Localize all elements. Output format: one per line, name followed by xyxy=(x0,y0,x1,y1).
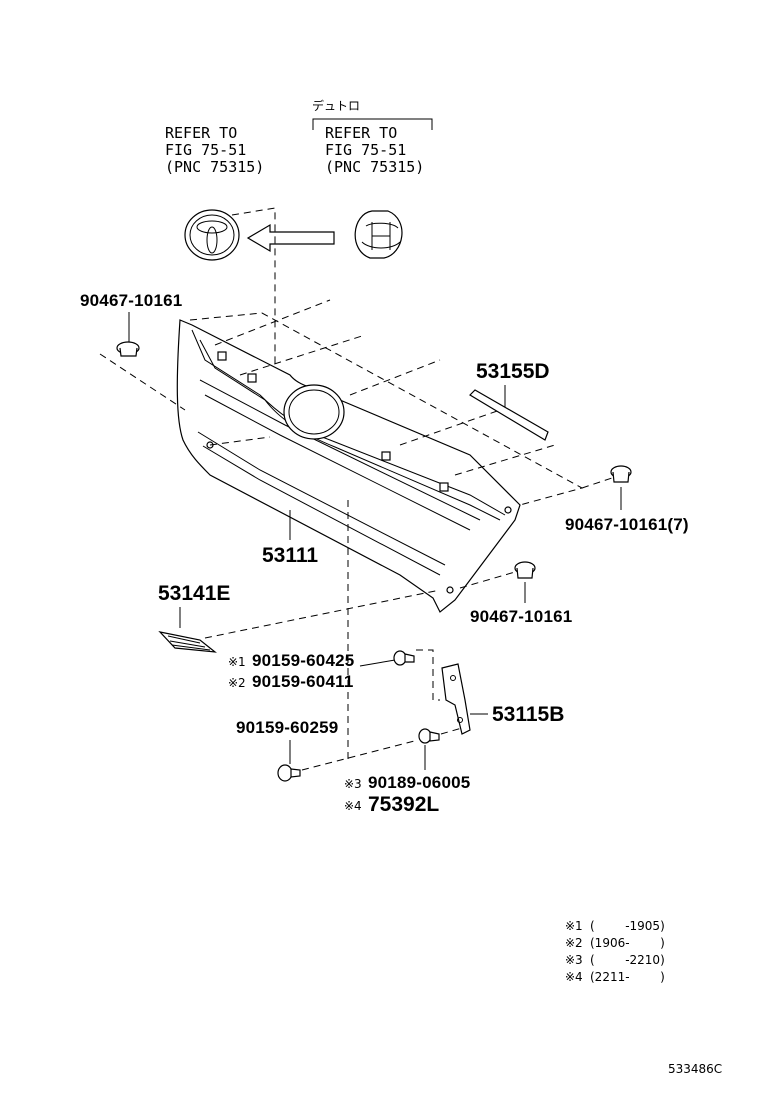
dashed-top xyxy=(189,312,584,506)
refer-block-right: デュトロ REFER TO FIG 75-51 (PNC 75315) xyxy=(312,98,433,176)
label-clip-top-left: 90467-10161 xyxy=(80,291,182,310)
refer-left-line3: (PNC 75315) xyxy=(165,158,264,176)
refer-left-line2: FIG 75-51 xyxy=(165,141,246,159)
label-bracket: 53115B xyxy=(492,703,564,726)
label-emblem-ref: 75392L xyxy=(368,793,439,816)
emblem-hino-icon xyxy=(354,210,403,259)
label-clip-right: 90467-10161(7) xyxy=(565,515,689,534)
dashed-clip-right xyxy=(581,477,613,489)
mark-screw1: ※1 xyxy=(228,655,246,669)
note-mark-3: ※3 xyxy=(565,953,583,967)
leader-screw12 xyxy=(359,659,396,667)
note-mark-4: ※4 xyxy=(565,970,583,984)
note-range-4: (2211- ) xyxy=(590,970,665,984)
screw-upper-icon xyxy=(393,650,415,666)
dashed-grid xyxy=(214,299,331,346)
refer-right-line3: (PNC 75315) xyxy=(325,158,424,176)
dashed-grid xyxy=(454,444,556,476)
refer-right-line2: FIG 75-51 xyxy=(325,141,406,159)
label-emblem-lower: 53141E xyxy=(158,582,230,605)
note-range-3: ( -2210) xyxy=(590,953,665,967)
label-bolt: 90189-06005 xyxy=(368,773,470,792)
dashed-screw3 xyxy=(301,739,419,771)
dashed-grid xyxy=(239,334,366,376)
mark-emblem-ref: ※4 xyxy=(344,799,362,813)
dashed-clip-lower-right xyxy=(459,571,516,589)
note-mark-1: ※1 xyxy=(565,919,583,933)
clip-right-icon xyxy=(610,465,632,483)
clip-top-left-icon xyxy=(116,341,140,357)
grille-assembly xyxy=(176,319,521,613)
dashed-grid xyxy=(399,409,501,446)
arrow-left-icon xyxy=(246,223,335,253)
diagram-code: 533486C xyxy=(668,1062,722,1076)
note-range-1: ( -1905) xyxy=(590,919,665,933)
moulding-icon xyxy=(469,389,549,441)
label-screw2: 90159-60411 xyxy=(252,672,353,691)
mark-screw2: ※2 xyxy=(228,676,246,690)
emblem-lower-icon xyxy=(158,631,217,653)
note-mark-2: ※2 xyxy=(565,936,583,950)
label-moulding: 53155D xyxy=(476,360,550,383)
refer-right-bracket xyxy=(312,118,433,130)
label-clip-lower-right: 90467-10161 xyxy=(470,607,572,626)
mark-bolt: ※3 xyxy=(344,777,362,791)
label-grille: 53111 xyxy=(262,544,318,567)
dashed-emblem-lower xyxy=(204,589,441,639)
label-screw3: 90159-60259 xyxy=(236,718,338,737)
clip-lower-right-icon xyxy=(514,561,536,579)
emblem-toyota-icon xyxy=(184,209,240,261)
refer-left-line1: REFER TO xyxy=(165,124,237,142)
label-screw1: 90159-60425 xyxy=(252,651,354,670)
dashed-bracket xyxy=(416,649,440,701)
bolt-icon xyxy=(418,728,440,744)
dashed-grid xyxy=(349,359,441,396)
screw-lower-icon xyxy=(277,764,301,782)
refer-right-note: デュトロ xyxy=(312,98,360,113)
dashed-left xyxy=(99,353,186,411)
grille-tab xyxy=(439,482,449,492)
grille-tab xyxy=(381,451,391,461)
grille-tab xyxy=(217,351,227,361)
bracket-icon xyxy=(441,663,471,735)
dashed-grid xyxy=(209,436,271,446)
note-range-2: (1906- ) xyxy=(590,936,665,950)
emblem-leader-line xyxy=(231,207,276,420)
refer-right-line1: REFER TO xyxy=(325,124,397,142)
refer-block-left: REFER TO FIG 75-51 (PNC 75315) xyxy=(165,124,264,176)
grille-tab xyxy=(247,373,257,383)
dashed-bolt xyxy=(440,727,463,735)
notes-block: ※1 ( -1905) ※2 (1906- ) ※3 ( -2210) ※4 (… xyxy=(565,919,665,984)
